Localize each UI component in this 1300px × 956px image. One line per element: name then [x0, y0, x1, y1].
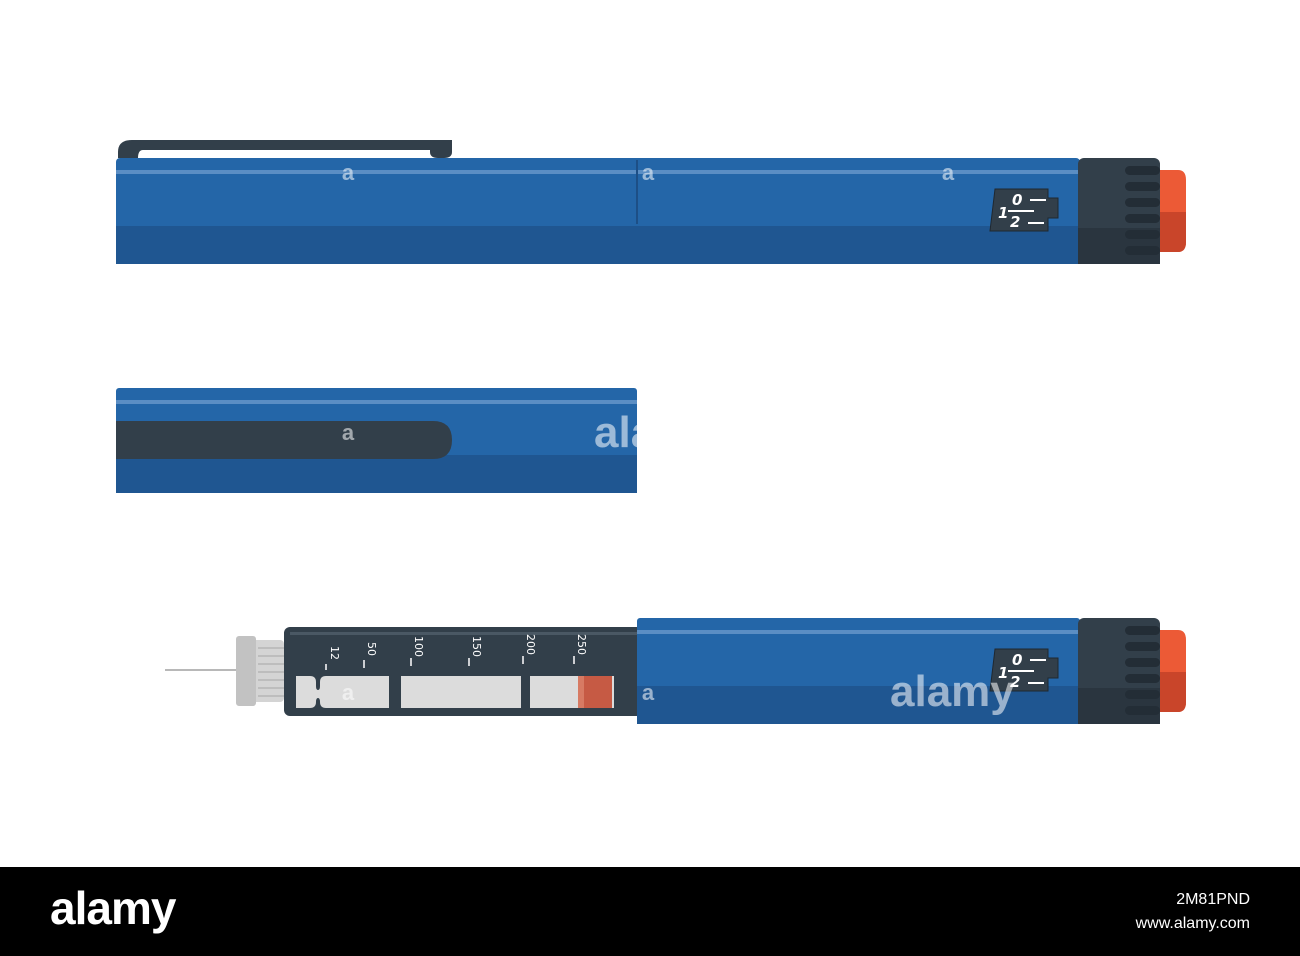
- dose-left-digit: 1: [998, 664, 1008, 682]
- scale-label: 150: [470, 636, 483, 657]
- scale-label: 200: [524, 634, 537, 655]
- pen-clip-icon: [118, 140, 452, 158]
- scale-label: 250: [575, 634, 588, 655]
- cap-window: [116, 421, 452, 459]
- cartridge-window: [296, 676, 389, 708]
- watermark-partial: ala: [594, 408, 656, 457]
- watermark-glyph: a: [642, 680, 655, 705]
- watermark-glyph: a: [342, 680, 355, 705]
- scale-label: 100: [412, 636, 425, 657]
- dose-bottom-digit: 2: [1010, 213, 1020, 231]
- watermark-glyph: a: [342, 160, 355, 185]
- dose-left-digit: 1: [998, 204, 1008, 222]
- dose-window: 1 0 2: [989, 648, 1059, 692]
- pen-cap: a ala: [116, 388, 656, 493]
- dose-scale: 12 50 100 150 200 250: [325, 634, 588, 670]
- scale-label: 50: [365, 642, 378, 656]
- open-insulin-pen: 12 50 100 150 200 250 a: [165, 618, 1186, 724]
- dose-top-digit: 0: [1012, 651, 1022, 669]
- scale-label: 12: [328, 646, 341, 660]
- closed-insulin-pen: 1 0 2 a a a: [116, 140, 1186, 264]
- dose-bottom-digit: 2: [1010, 673, 1020, 691]
- stock-footer-bar: alamy 2M81PND www.alamy.com: [0, 867, 1300, 956]
- image-id: 2M81PND: [1176, 891, 1250, 908]
- watermark-glyph: a: [942, 160, 955, 185]
- watermark-glyph: a: [342, 420, 355, 445]
- needle-hub: [236, 636, 284, 706]
- dose-top-digit: 0: [1012, 191, 1022, 209]
- site-url: www.alamy.com: [1135, 915, 1250, 932]
- watermark-glyph: a: [642, 160, 655, 185]
- alamy-logo: alamy: [50, 882, 176, 934]
- watermark-word: alamy: [890, 667, 1015, 716]
- dose-window: 1 0 2: [989, 188, 1059, 232]
